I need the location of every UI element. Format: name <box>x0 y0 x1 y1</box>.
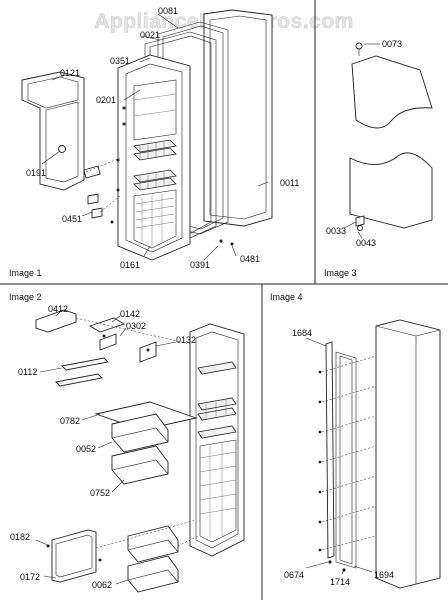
part-label-0351: 0351 <box>110 56 130 66</box>
ice-chute <box>35 309 77 333</box>
freezer-door-liner <box>189 323 245 557</box>
part-label-0052: 0052 <box>76 444 96 454</box>
image3-drawing <box>349 42 433 231</box>
part-label-1694: 1694 <box>374 570 394 580</box>
image4-drawing <box>318 319 441 589</box>
panel-title-image4: Image 4 <box>270 292 303 302</box>
part-label-0161: 0161 <box>120 260 140 270</box>
image4-leaders <box>305 337 373 575</box>
part-label-0191: 0191 <box>26 168 46 178</box>
part-label-1684: 1684 <box>292 328 312 338</box>
dispenser-cover <box>51 529 97 583</box>
part-label-0021: 0021 <box>140 30 160 40</box>
image3-leaders <box>343 43 380 239</box>
image2-drawing <box>35 309 245 593</box>
part-label-0172: 0172 <box>20 572 40 582</box>
door-panel-large <box>375 319 441 589</box>
part-label-0033: 0033 <box>326 226 346 236</box>
door-bottom-section <box>349 152 433 229</box>
part-label-0121: 0121 <box>60 68 80 78</box>
part-label-0674: 0674 <box>284 570 304 580</box>
part-label-0073: 0073 <box>382 39 402 49</box>
part-label-0132: 0132 <box>176 335 196 345</box>
part-label-0081: 0081 <box>158 6 178 16</box>
part-label-0391: 0391 <box>190 260 210 270</box>
panel-title-image3: Image 3 <box>324 268 357 278</box>
part-label-0112: 0112 <box>18 367 37 377</box>
part-label-0752: 0752 <box>90 488 110 498</box>
part-label-0302: 0302 <box>126 321 146 331</box>
image2-leaders <box>35 309 177 585</box>
part-label-0142: 0142 <box>120 309 140 319</box>
door-bin-middle <box>111 445 169 485</box>
part-label-0043: 0043 <box>356 238 376 248</box>
part-label-0481: 0481 <box>240 254 260 264</box>
part-label-0451: 0451 <box>62 214 82 224</box>
image1-drawing <box>21 9 273 261</box>
part-label-0011: 0011 <box>280 178 299 188</box>
part-label-0062: 0062 <box>92 580 112 590</box>
panel-title-image1: Image 1 <box>9 268 42 278</box>
image1-leaders <box>41 13 269 261</box>
part-label-0412: 0412 <box>48 304 68 314</box>
part-label-0201: 0201 <box>96 95 116 105</box>
panel-title-image2: Image 2 <box>9 292 42 302</box>
part-label-1714: 1714 <box>330 577 350 587</box>
door-top-section <box>351 55 433 129</box>
trim-strip <box>325 341 335 559</box>
outer-door-panel <box>203 9 273 227</box>
part-label-0182: 0182 <box>10 532 30 542</box>
part-label-0782: 0782 <box>60 416 80 426</box>
